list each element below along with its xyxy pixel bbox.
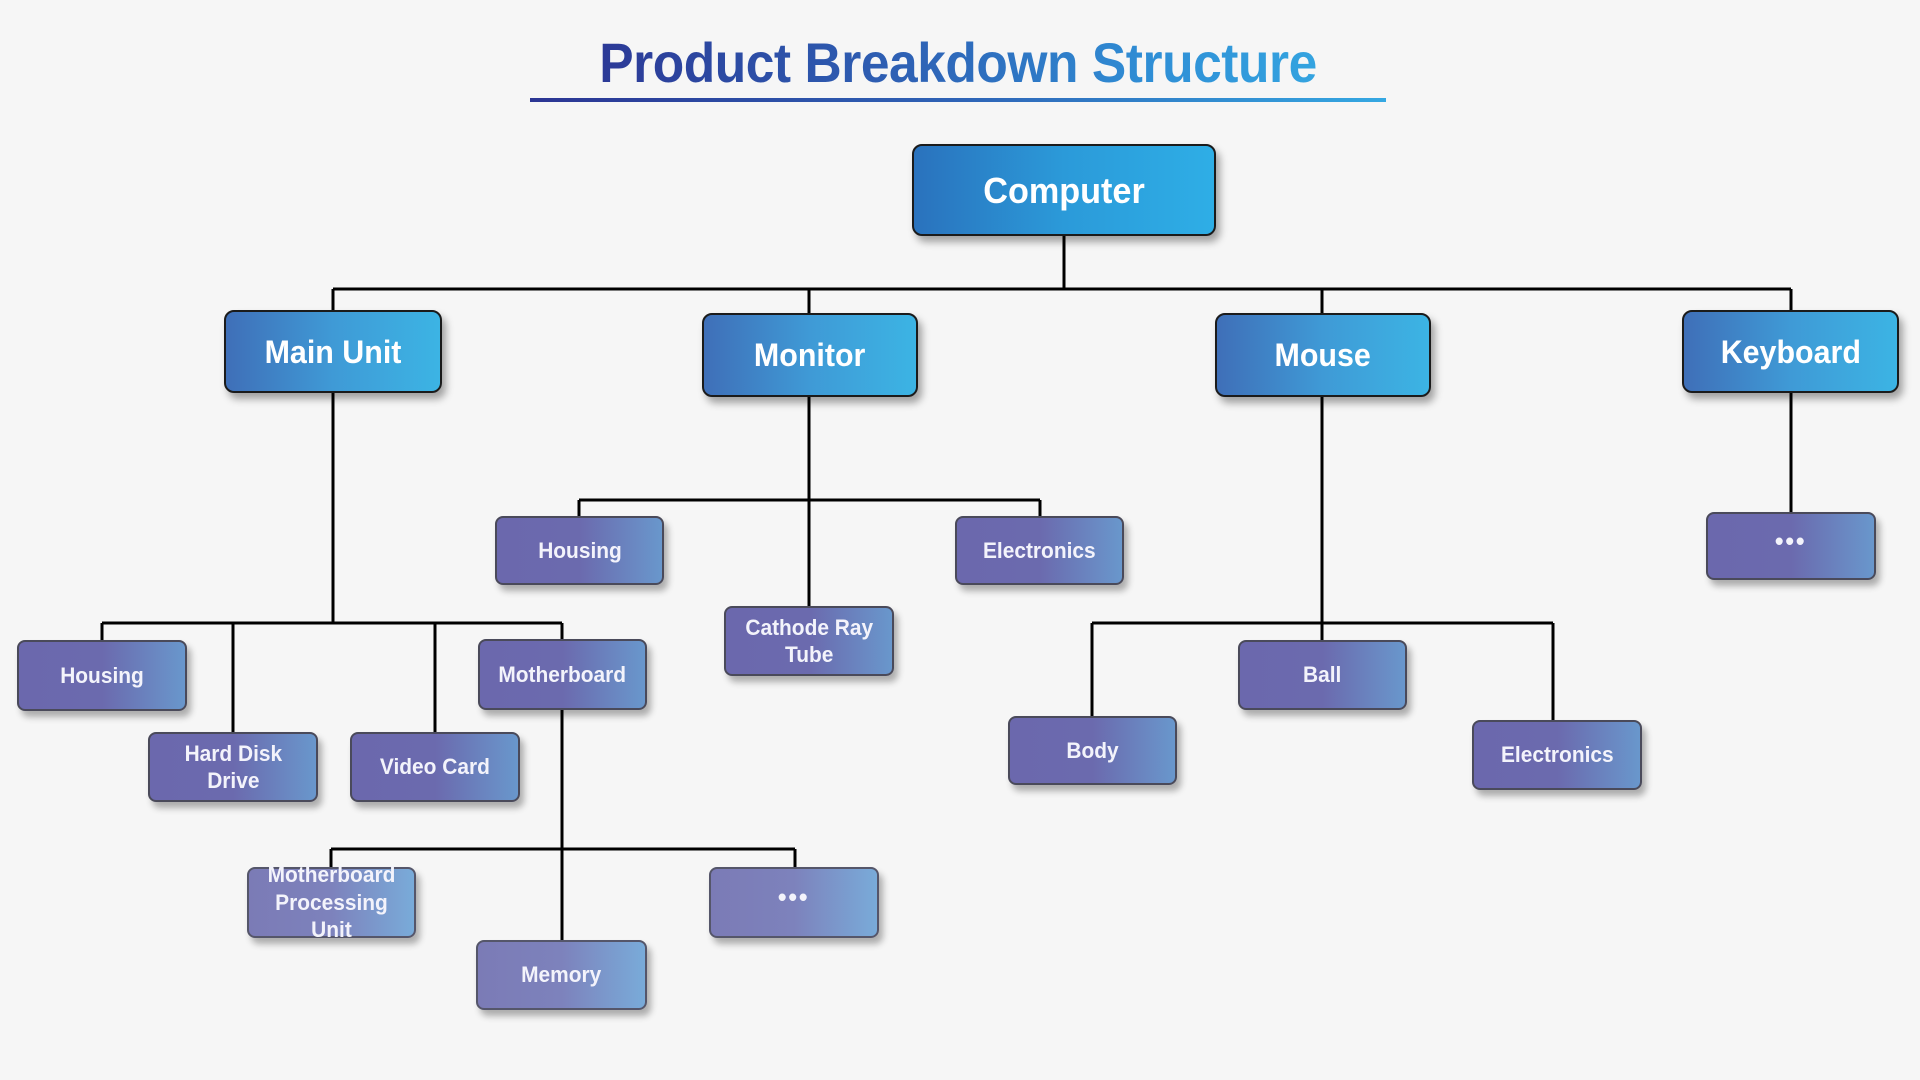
node-motherboard-more[interactable]: ••• bbox=[709, 867, 879, 938]
node-label: Ball bbox=[1303, 662, 1342, 688]
node-label: Cathode Ray Tube bbox=[745, 614, 873, 668]
node-keyboard-more[interactable]: ••• bbox=[1706, 512, 1876, 580]
node-label: Housing bbox=[60, 662, 144, 688]
node-label: Memory bbox=[521, 962, 602, 988]
node-mouse-ball[interactable]: Ball bbox=[1238, 640, 1407, 710]
node-hard-disk-drive[interactable]: Hard Disk Drive bbox=[148, 732, 318, 802]
node-label: Electronics bbox=[983, 537, 1096, 563]
node-motherboard[interactable]: Motherboard bbox=[478, 639, 647, 710]
node-label: Mouse bbox=[1274, 337, 1372, 373]
node-monitor[interactable]: Monitor bbox=[702, 313, 918, 397]
node-memory[interactable]: Memory bbox=[476, 940, 647, 1010]
node-label: Video Card bbox=[380, 754, 490, 780]
node-label: Body bbox=[1066, 737, 1119, 763]
node-computer[interactable]: Computer bbox=[912, 144, 1216, 236]
node-label: Housing bbox=[537, 537, 622, 563]
node-label: Motherboard bbox=[498, 661, 627, 687]
diagram-title: Product Breakdown Structure bbox=[564, 30, 1352, 95]
node-monitor-electronics[interactable]: Electronics bbox=[955, 516, 1124, 585]
node-main-unit[interactable]: Main Unit bbox=[224, 310, 442, 393]
title-underline bbox=[530, 98, 1386, 102]
node-motherboard-processing-unit[interactable]: Motherboard Processing Unit bbox=[247, 862, 416, 942]
node-label: Keyboard bbox=[1720, 333, 1861, 370]
node-mouse-electronics[interactable]: Electronics bbox=[1472, 720, 1642, 790]
node-monitor-crt[interactable]: Cathode Ray Tube bbox=[724, 606, 894, 676]
node-keyboard[interactable]: Keyboard bbox=[1682, 310, 1899, 393]
node-label: Motherboard Processing Unit bbox=[267, 862, 396, 943]
node-label: Main Unit bbox=[264, 333, 402, 370]
more-ellipsis-icon: ••• bbox=[1775, 525, 1807, 556]
more-ellipsis-icon: ••• bbox=[778, 882, 810, 913]
node-label: Computer bbox=[983, 169, 1145, 211]
node-main-housing[interactable]: Housing bbox=[17, 640, 187, 711]
node-label: Electronics bbox=[1500, 742, 1614, 768]
node-mouse-body[interactable]: Body bbox=[1008, 716, 1177, 785]
node-label: Hard Disk Drive bbox=[184, 740, 282, 794]
node-video-card[interactable]: Video Card bbox=[350, 732, 520, 802]
node-label: Monitor bbox=[754, 337, 866, 373]
node-monitor-housing[interactable]: Housing bbox=[495, 516, 664, 585]
node-mouse[interactable]: Mouse bbox=[1215, 313, 1431, 397]
